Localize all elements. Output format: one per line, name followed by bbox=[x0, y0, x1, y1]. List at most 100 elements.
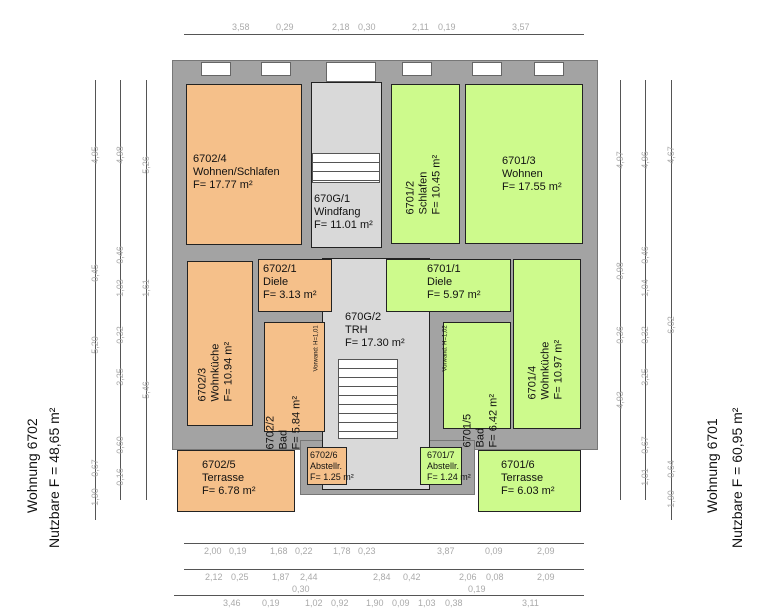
unit-6701-area: Nutzbare F = 60,95 m² bbox=[729, 407, 745, 548]
dim-label: 5,46 bbox=[140, 381, 151, 399]
dim-label: 3,25 bbox=[639, 368, 650, 386]
dim-label: 1,90 bbox=[665, 490, 676, 508]
dim-label: 0,30 bbox=[292, 584, 310, 594]
room-area: F= 17.77 m² bbox=[193, 179, 253, 191]
room-name: Terrasse bbox=[501, 472, 544, 484]
room-name: Wohnküche bbox=[539, 341, 552, 400]
dim-label: 1,68 bbox=[270, 546, 288, 556]
dim-label: 4,93 bbox=[614, 391, 625, 409]
dim-label: 0,29 bbox=[276, 22, 294, 32]
dim-label: 0,46 bbox=[639, 246, 650, 264]
room-name: Terrasse bbox=[202, 472, 245, 484]
room-label: 6702/2 Bad F= 5.84 m² bbox=[265, 360, 304, 450]
dim-label: 0,92 bbox=[331, 598, 349, 608]
room-name: Bad bbox=[474, 427, 487, 448]
room-area: F= 10.97 m² bbox=[552, 339, 565, 400]
dim-label: 1,78 bbox=[333, 546, 351, 556]
room-id: 6702/2 bbox=[264, 415, 277, 450]
room-6702-6[interactable]: 6702/6 Abstellr. F= 1.25 m² bbox=[307, 447, 354, 485]
dim-label: 0,23 bbox=[358, 546, 376, 556]
dim-label: 1,90 bbox=[89, 488, 100, 506]
wall-note: Vorwand: H=1,01 bbox=[313, 325, 320, 372]
dim-label: 2,44 bbox=[300, 572, 318, 582]
dim-label: 2,09 bbox=[537, 546, 555, 556]
dim-label: 3,58 bbox=[232, 22, 250, 32]
dim-label: 1,61 bbox=[140, 279, 151, 297]
dim-label: 1,87 bbox=[272, 572, 290, 582]
dim-label: 0,60 bbox=[114, 436, 125, 454]
wall-note: Vorwand: H=1,02 bbox=[442, 325, 449, 372]
room-name: Windfang bbox=[314, 206, 361, 218]
dim-label: 3,25 bbox=[114, 368, 125, 386]
room-name: Abstellr. bbox=[310, 461, 343, 471]
room-label: 6701/4 Wohnküche F= 10.97 m² bbox=[527, 300, 566, 400]
room-name: Diele bbox=[263, 276, 289, 288]
room-id: 6702/5 bbox=[202, 459, 236, 471]
room-area: F= 3.13 m² bbox=[263, 289, 317, 301]
room-id: 670G/2 bbox=[345, 311, 382, 323]
stairs bbox=[312, 153, 380, 183]
window bbox=[201, 62, 231, 76]
room-6702-2[interactable]: 6702/2 Bad F= 5.84 m² Vorwand: H=1,01 bbox=[264, 322, 325, 450]
room-label: 6701/5 Bad F= 6.42 m² bbox=[462, 358, 501, 448]
dim-label: 3,46 bbox=[223, 598, 241, 608]
room-area: F= 5.97 m² bbox=[427, 289, 481, 301]
room-area: F= 6.03 m² bbox=[501, 485, 555, 497]
room-6702-3[interactable]: 6702/3 Wohnküche F= 10.94 m² bbox=[187, 261, 253, 426]
dim-label: 0,09 bbox=[485, 546, 503, 556]
dim-label: 0,32 bbox=[639, 326, 650, 344]
dim-label: 5,26 bbox=[140, 156, 151, 174]
room-name: Wohnküche bbox=[209, 343, 222, 402]
unit-6701-title: Wohnung 6701 bbox=[704, 418, 720, 513]
room-6701-7[interactable]: 6701/7 Abstellr. F= 1.24 m² bbox=[420, 447, 471, 485]
dim-label: 5,20 bbox=[89, 336, 100, 354]
room-id: 670G/1 bbox=[314, 193, 351, 205]
room-name: Bad bbox=[277, 429, 290, 450]
room-id: 6702/1 bbox=[263, 263, 297, 275]
dim-label: 0,25 bbox=[231, 572, 249, 582]
dim-label: 0,08 bbox=[486, 572, 504, 582]
room-id: 6702/6 bbox=[310, 450, 338, 460]
unit-6702-title: Wohnung 6702 bbox=[24, 418, 40, 513]
dim-label: 0,22 bbox=[295, 546, 313, 556]
dim-label: 0,16 bbox=[114, 468, 125, 486]
dim-label: 4,98 bbox=[114, 146, 125, 164]
window bbox=[534, 62, 564, 76]
room-6702-5[interactable]: 6702/5 Terrasse F= 6.78 m² bbox=[177, 450, 295, 512]
room-name: Abstellr. bbox=[427, 461, 460, 471]
room-6701-4[interactable]: 6701/4 Wohnküche F= 10.97 m² bbox=[513, 259, 581, 429]
room-6702-1[interactable]: 6702/1 Diele F= 3.13 m² bbox=[258, 259, 332, 312]
dim-label: 1,03 bbox=[418, 598, 436, 608]
dim-label: 0,36 bbox=[614, 326, 625, 344]
room-id: 6701/2 bbox=[404, 180, 417, 215]
dim-label: 0,19 bbox=[262, 598, 280, 608]
room-area: F= 17.30 m² bbox=[345, 337, 405, 349]
room-name: Diele bbox=[427, 276, 453, 288]
dim-label: 1,03 bbox=[114, 279, 125, 297]
dim-label: 1,04 bbox=[639, 279, 650, 297]
dim-label: 3,11 bbox=[522, 598, 539, 608]
window bbox=[326, 62, 376, 82]
room-area: F= 10.45 m² bbox=[430, 154, 443, 215]
room-label: 6701/2 Schlafen F= 10.45 m² bbox=[405, 115, 444, 215]
dim-label: 2,06 bbox=[459, 572, 477, 582]
room-id: 6701/7 bbox=[427, 450, 455, 460]
room-6701-2[interactable]: 6701/2 Schlafen F= 10.45 m² bbox=[391, 84, 460, 244]
room-id: 6702/3 bbox=[196, 367, 209, 402]
dim-label: 2,00 bbox=[204, 546, 222, 556]
room-area: F= 6.78 m² bbox=[202, 485, 256, 497]
dim-label: 0,09 bbox=[392, 598, 410, 608]
room-6702-4[interactable]: 6702/4 Wohnen/Schlafen F= 17.77 m² bbox=[186, 84, 302, 245]
dim-label: 0,67 bbox=[89, 459, 100, 477]
dim-label: 4,97 bbox=[614, 151, 625, 169]
room-area: F= 17.55 m² bbox=[502, 181, 562, 193]
room-670G-1[interactable]: 670G/1 Windfang F= 11.01 m² bbox=[311, 82, 382, 248]
dim-label: 4,96 bbox=[639, 151, 650, 169]
dim-label: 2,11 bbox=[412, 22, 429, 32]
room-6701-6[interactable]: 6701/6 Terrasse F= 6.03 m² bbox=[478, 450, 581, 512]
room-6701-5[interactable]: 6701/5 Bad F= 6.42 m² Vorwand: H=1,02 bbox=[442, 322, 511, 448]
dim-label: 2,18 bbox=[332, 22, 350, 32]
room-name: Schlafen bbox=[417, 171, 430, 215]
room-6701-3[interactable]: 6701/3 Wohnen F= 17.55 m² bbox=[465, 84, 583, 244]
room-6701-1[interactable]: 6701/1 Diele F= 5.97 m² bbox=[386, 259, 511, 312]
